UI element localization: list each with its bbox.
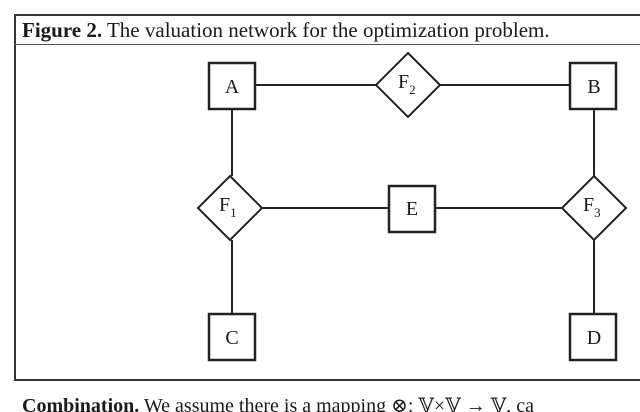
figure-label: Figure 2. bbox=[22, 18, 103, 42]
node-E-box bbox=[387, 184, 437, 234]
node-F2-base: F bbox=[398, 71, 409, 93]
node-F3-base: F bbox=[583, 194, 594, 216]
node-F1-diamond bbox=[196, 174, 264, 242]
node-D-label: D bbox=[587, 327, 601, 349]
node-A-box bbox=[207, 61, 257, 111]
figure-frame bbox=[14, 14, 640, 381]
figure-caption: Figure 2. The valuation network for the … bbox=[22, 18, 550, 42]
node-F3-sub: 3 bbox=[594, 205, 601, 220]
node-F3-label: F3 bbox=[583, 194, 601, 220]
node-F2-label: F2 bbox=[398, 71, 416, 97]
body-paragraph: Combination. We assume there is a mappin… bbox=[22, 394, 534, 412]
node-F2-sub: 2 bbox=[409, 82, 416, 97]
caption-divider bbox=[14, 44, 640, 45]
node-F1-label: F1 bbox=[219, 194, 237, 220]
node-F2-diamond bbox=[374, 51, 442, 119]
node-C-box bbox=[207, 312, 257, 362]
node-D-box bbox=[568, 312, 618, 362]
node-F1-base: F bbox=[219, 194, 230, 216]
node-A-label: A bbox=[225, 76, 240, 98]
paragraph-run-in-heading: Combination. bbox=[22, 395, 140, 412]
node-B-box bbox=[568, 61, 618, 111]
node-B-label: B bbox=[587, 76, 600, 98]
paragraph-text: We assume there is a mapping ⊗: 𝕍×𝕍 → 𝕍,… bbox=[143, 395, 534, 412]
node-F1-sub: 1 bbox=[230, 205, 237, 220]
figure-caption-text: The valuation network for the optimizati… bbox=[106, 18, 550, 42]
node-F3-diamond bbox=[560, 174, 628, 242]
node-C-label: C bbox=[225, 327, 238, 349]
node-E-label: E bbox=[406, 198, 418, 220]
